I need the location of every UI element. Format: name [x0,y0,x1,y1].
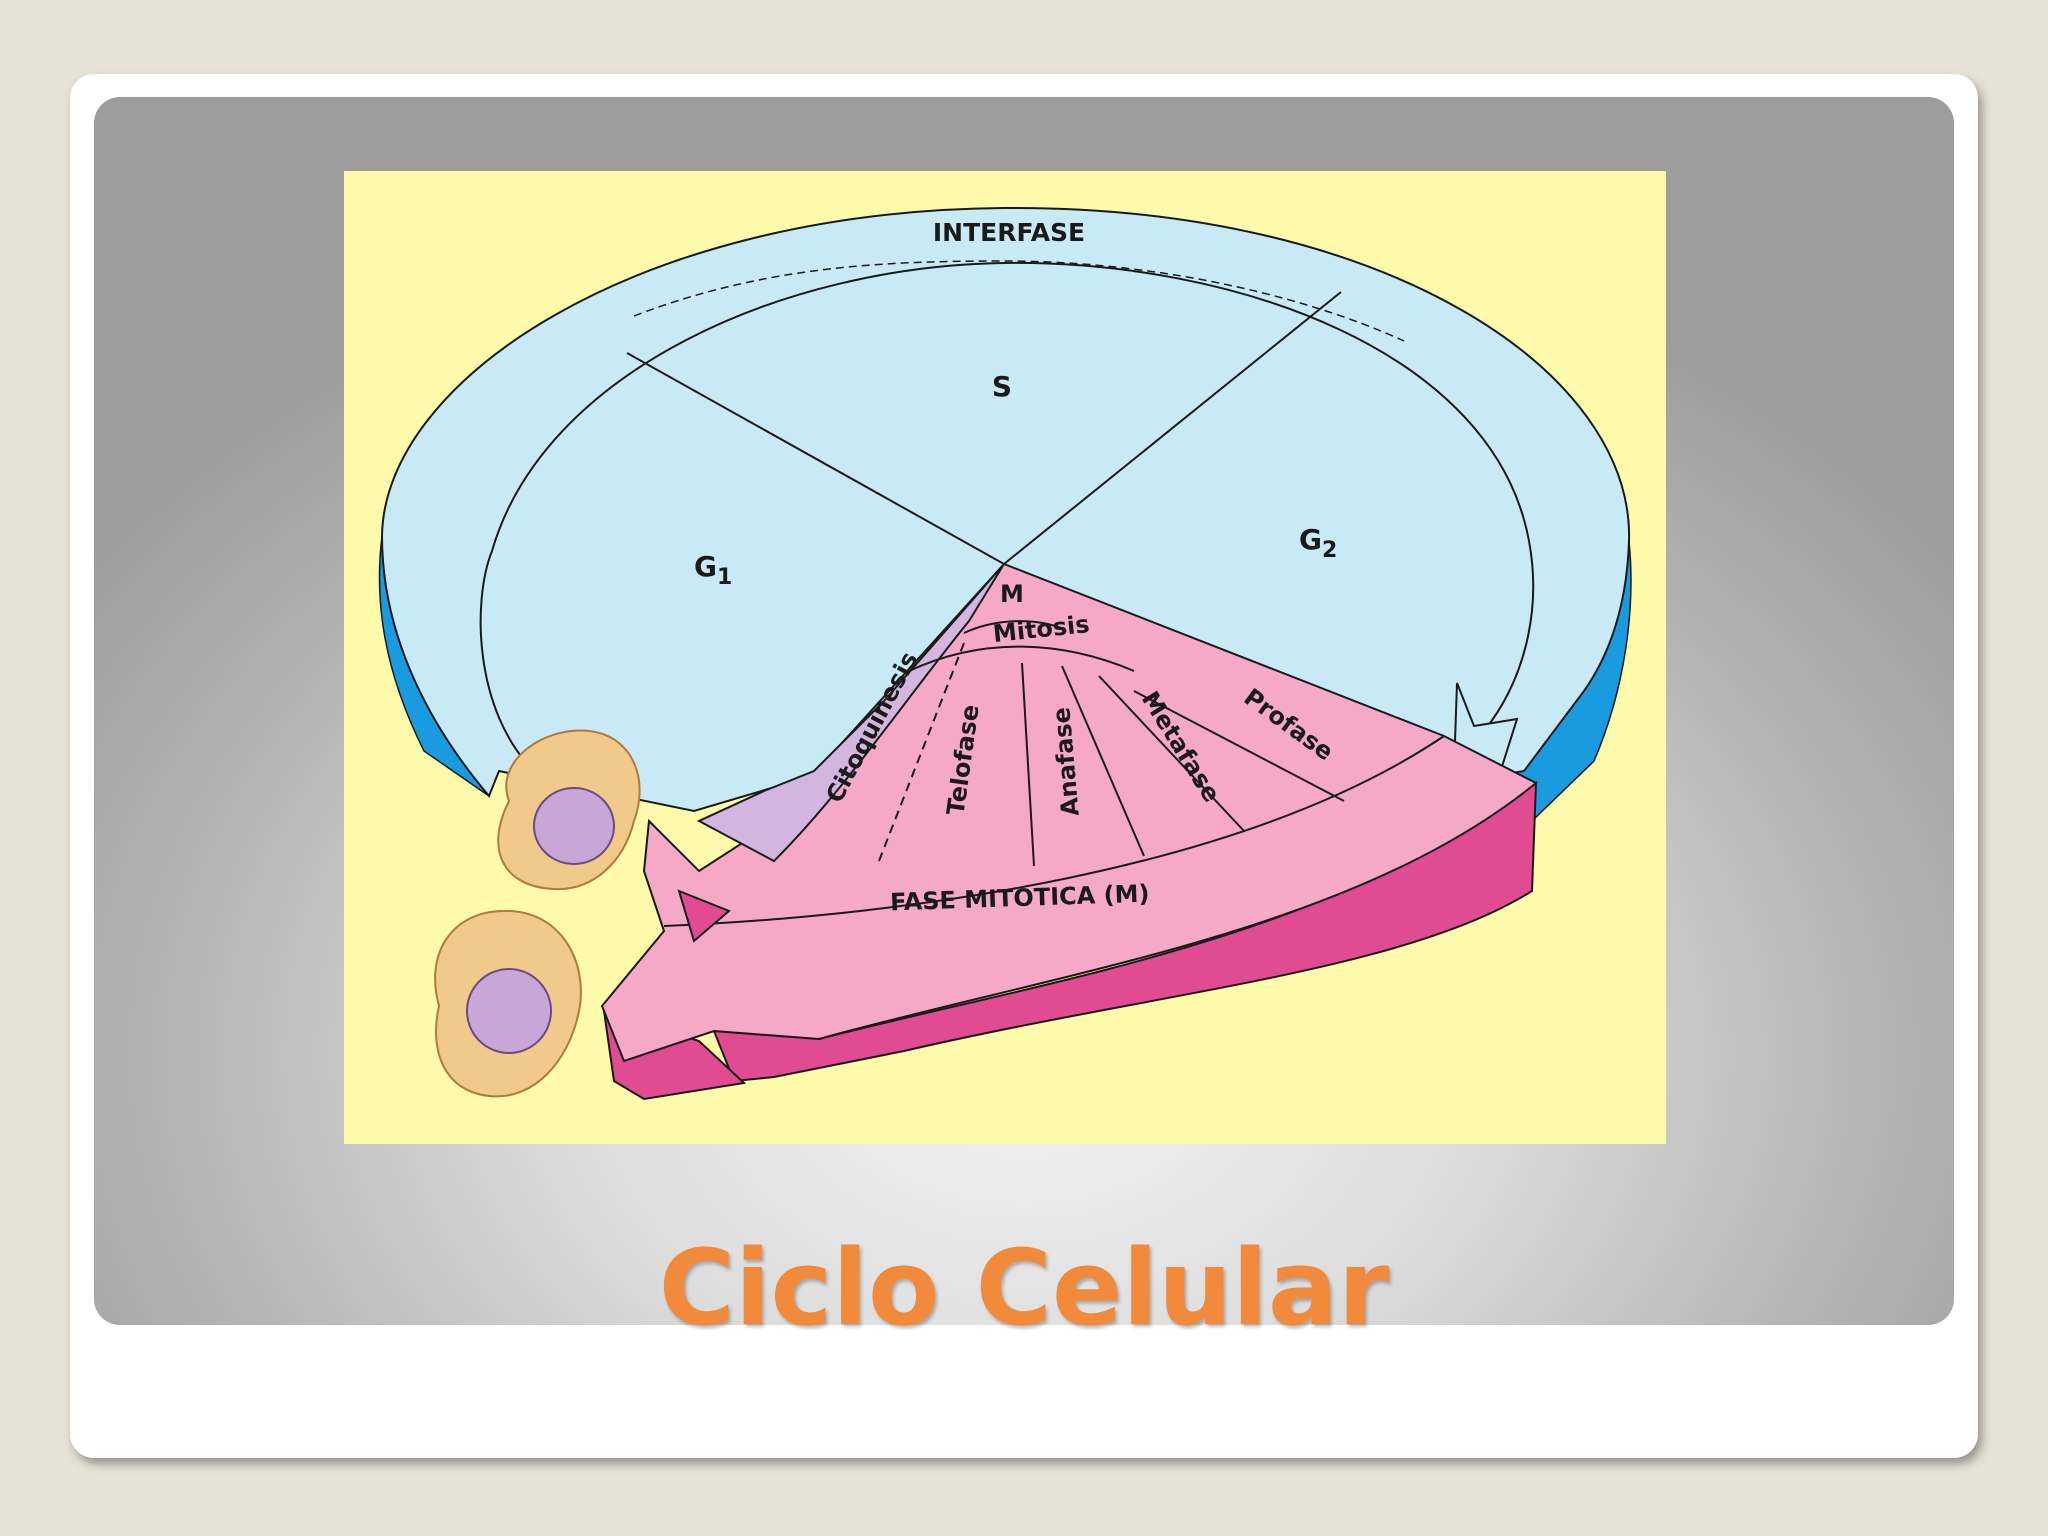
daughter-cell-top [497,729,641,891]
interphase-dashed-ring [633,260,1405,342]
slide-title: Ciclo Celular [658,1227,1390,1349]
label-m: M [1000,580,1024,608]
label-g1: G1 [694,550,732,590]
label-s: S [992,370,1012,403]
interphase-disc [380,206,1631,813]
daughter-cell-bottom [434,909,582,1098]
label-g2: G2 [1299,523,1337,563]
mitotic-top [600,562,1538,1063]
cytokinesis-wedge [696,563,1005,863]
label-interfase: INTERFASE [933,218,1085,247]
cell-cycle-diagram: INTERFASE S G1 G2 M Mitosis Citoquinesis… [344,171,1666,1144]
interphase-inner-ring [479,261,1535,772]
